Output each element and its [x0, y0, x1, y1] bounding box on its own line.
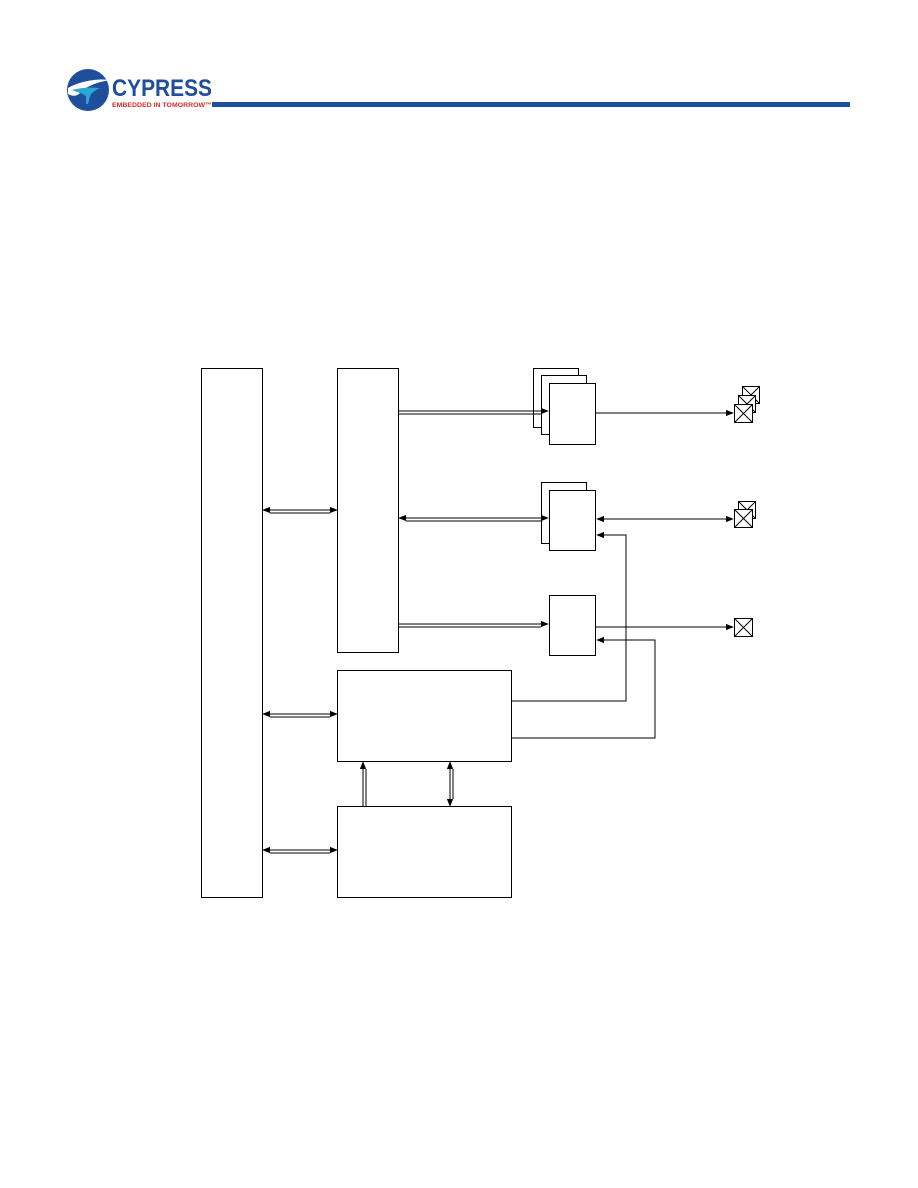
pin-icon	[734, 618, 753, 637]
bottom-wide-block	[337, 806, 512, 898]
center-tall-block	[337, 368, 399, 653]
feedback-to-single	[512, 636, 656, 739]
bus-link-middle	[262, 710, 338, 718]
bus-link-top	[262, 506, 338, 514]
bus-link-bottom	[262, 846, 338, 854]
middle-wide-block	[337, 670, 512, 762]
stack2-block-front	[549, 490, 596, 551]
vertical-link-up	[359, 761, 367, 806]
stack1-block-front	[549, 383, 596, 445]
pin-group-1	[734, 386, 760, 423]
header-rule	[212, 102, 850, 107]
vertical-link-bidirectional	[446, 761, 454, 807]
single-block	[549, 595, 596, 656]
feedback-to-stack2	[512, 531, 627, 702]
link-to-stack1	[399, 407, 549, 415]
pin-group-2	[734, 501, 756, 528]
pin-icon	[734, 404, 753, 423]
link-to-stack2	[398, 514, 549, 522]
logo-wordmark: CYPRESS	[112, 75, 212, 102]
logo-tree	[72, 87, 100, 104]
pin-group-3	[734, 618, 753, 637]
cypress-logo: CYPRESS EMBEDDED IN TOMORROW™	[67, 69, 212, 111]
link-to-single	[399, 620, 549, 628]
logo-tagline: EMBEDDED IN TOMORROW™	[112, 102, 212, 109]
pin-icon	[734, 509, 753, 528]
left-bus-block	[201, 368, 263, 898]
